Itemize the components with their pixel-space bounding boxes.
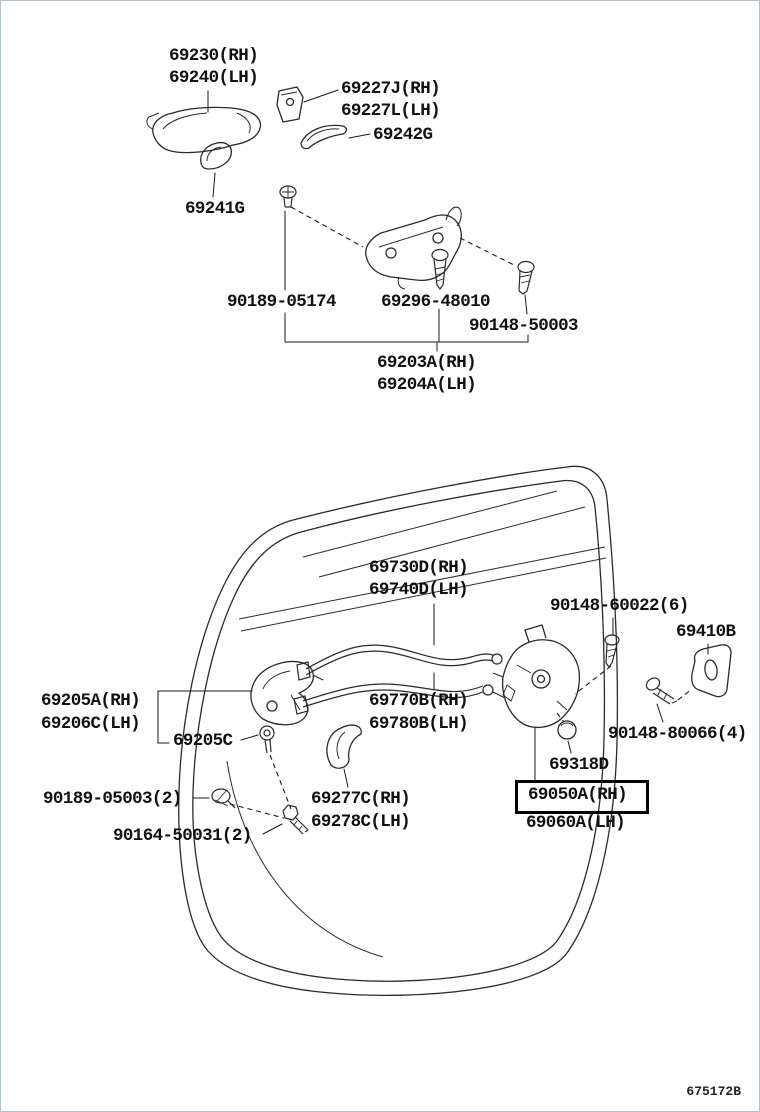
part-label-69296-48010[interactable]: 69296-48010 — [381, 292, 491, 312]
part-label-69780b-lh[interactable]: 69780B(LH) — [369, 714, 469, 734]
part-label-69227l-lh[interactable]: 69227L(LH) — [341, 101, 441, 121]
handle-cap-drawing — [200, 141, 233, 170]
part-label-69227j-rh[interactable]: 69227J(RH) — [341, 79, 441, 99]
screw-90148-80066-drawing — [645, 677, 678, 705]
part-label-69410b[interactable]: 69410B — [676, 622, 736, 642]
part-label-69277c-rh[interactable]: 69277C(RH) — [311, 789, 411, 809]
part-label-90189-05174[interactable]: 90189-05174 — [227, 292, 337, 312]
screw-90189-05003-drawing — [211, 788, 236, 809]
inside-handle-drawing — [250, 660, 324, 726]
part-label-69050a-rh[interactable]: 69050A(RH) — [528, 785, 628, 805]
lock-cable-lower-drawing — [293, 683, 506, 715]
outside-handle-drawing — [146, 106, 262, 154]
leader-lines — [157, 89, 709, 835]
lock-cable-upper-drawing — [296, 644, 503, 681]
part-label-69241g[interactable]: 69241G — [185, 199, 245, 219]
dashed-lines — [229, 206, 693, 819]
handle-pad-drawing — [276, 86, 304, 123]
part-label-69205c[interactable]: 69205C — [173, 731, 233, 751]
part-label-90148-80066[interactable]: 90148-80066(4) — [608, 724, 747, 744]
screw-69296-drawing — [431, 248, 449, 290]
door-lock-drawing — [492, 624, 581, 728]
part-label-90189-05003[interactable]: 90189-05003(2) — [43, 789, 182, 809]
handle-gasket-drawing — [300, 124, 348, 150]
part-label-69740d-lh[interactable]: 69740D(LH) — [369, 580, 469, 600]
striker-drawing — [691, 644, 732, 698]
screw-90148-60022-drawing — [604, 634, 620, 668]
part-label-69770b-rh[interactable]: 69770B(RH) — [369, 691, 469, 711]
part-label-90148-50003[interactable]: 90148-50003 — [469, 316, 579, 336]
clip-drawing — [279, 185, 297, 208]
part-label-69230-rh[interactable]: 69230(RH) — [169, 46, 259, 66]
part-label-69060a-lh[interactable]: 69060A(LH) — [526, 813, 626, 833]
part-label-69730d-rh[interactable]: 69730D(RH) — [369, 558, 469, 578]
part-label-69242g[interactable]: 69242G — [373, 125, 433, 145]
screw-90148-50003-drawing — [517, 260, 535, 295]
highlight-box-69050a — [515, 780, 649, 814]
part-label-69318d[interactable]: 69318D — [549, 755, 609, 775]
part-label-69240-lh[interactable]: 69240(LH) — [169, 68, 259, 88]
bolt-90164-drawing — [282, 804, 309, 835]
screw-69205c-drawing — [259, 725, 275, 754]
grommet-drawing — [557, 720, 577, 740]
part-label-69206c-lh[interactable]: 69206C(LH) — [41, 714, 141, 734]
handle-bezel-drawing — [326, 724, 362, 769]
part-label-69278c-lh[interactable]: 69278C(LH) — [311, 812, 411, 832]
part-label-90148-60022[interactable]: 90148-60022(6) — [550, 596, 689, 616]
part-label-69203a-rh[interactable]: 69203A(RH) — [377, 353, 477, 373]
part-label-90164-50031[interactable]: 90164-50031(2) — [113, 826, 252, 846]
part-label-69204a-lh[interactable]: 69204A(LH) — [377, 375, 477, 395]
handle-frame-drawing — [365, 206, 462, 290]
part-label-69205a-rh[interactable]: 69205A(RH) — [41, 691, 141, 711]
door-panel-drawing — [178, 465, 619, 997]
doc-code: 675172B — [686, 1084, 741, 1099]
